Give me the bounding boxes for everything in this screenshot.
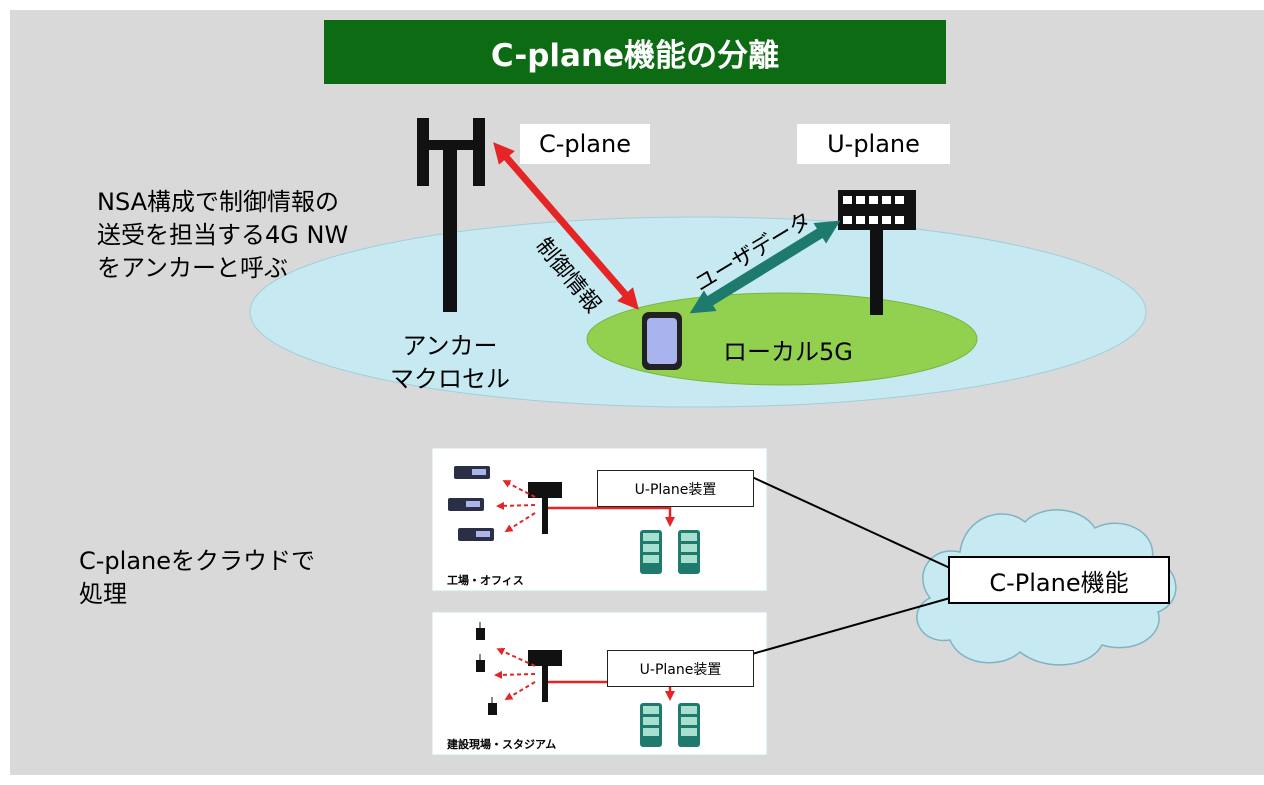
server-icon bbox=[640, 530, 700, 574]
user-data-arrow bbox=[689, 220, 841, 314]
u-plane-device-label: U-Plane装置 bbox=[597, 470, 754, 507]
c-plane-label: C-plane bbox=[520, 124, 650, 164]
anchor-macro-label: アンカー マクロセル bbox=[390, 332, 510, 393]
local5g-label: ローカル5G bbox=[723, 338, 853, 366]
antenna-icon bbox=[528, 482, 562, 534]
cloud-processing-description: C-planeをクラウドで 処理 bbox=[79, 547, 316, 608]
panel-caption: 建設現場・スタジアム bbox=[447, 738, 557, 751]
page-title: C-plane機能の分離 bbox=[324, 20, 946, 84]
sensor-device-icon bbox=[476, 622, 497, 715]
panel-caption: 工場・オフィス bbox=[447, 574, 524, 587]
connector-line bbox=[751, 476, 951, 569]
macro-tower-icon bbox=[417, 118, 485, 312]
control-info-arrow bbox=[493, 142, 639, 310]
anchor-description: NSA構成で制御情報の 送受を担当する4G NW をアンカーと呼ぶ bbox=[97, 188, 349, 282]
local5g-antenna-icon bbox=[838, 190, 916, 315]
u-plane-device-label: U-Plane装置 bbox=[607, 650, 754, 687]
phone-icon bbox=[642, 312, 682, 370]
antenna-icon bbox=[528, 650, 562, 702]
c-plane-function-box: C-Plane機能 bbox=[948, 556, 1170, 604]
server-icon bbox=[640, 703, 700, 747]
u-plane-label: U-plane bbox=[797, 124, 950, 164]
connector-line bbox=[751, 597, 951, 655]
